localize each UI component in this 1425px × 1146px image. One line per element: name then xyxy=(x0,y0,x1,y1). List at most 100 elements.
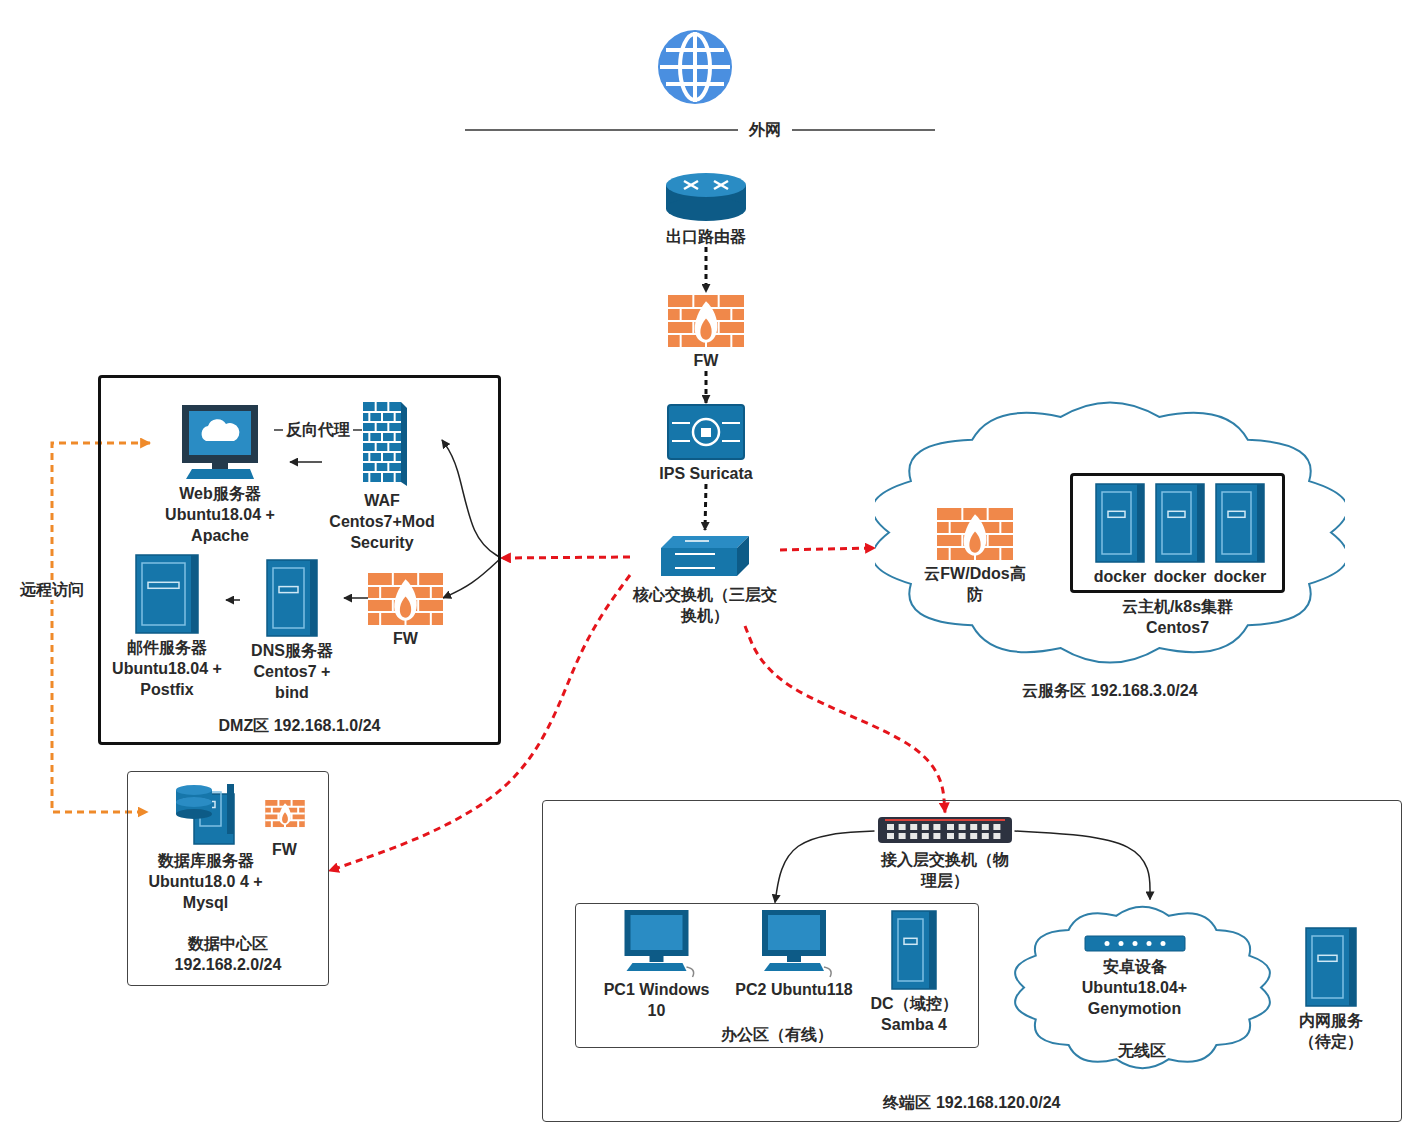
db-icon xyxy=(176,809,212,819)
fw-icon xyxy=(718,321,720,334)
server-icon xyxy=(1349,928,1356,1006)
waf-icon xyxy=(394,432,396,442)
fwsmall-icon xyxy=(290,813,292,820)
zone-label: 数据中心区 192.168.2.0/24 xyxy=(143,933,313,975)
fw-icon xyxy=(668,295,744,347)
firewall-node: 云FW/Ddos高防 xyxy=(920,505,1030,605)
waf-icon xyxy=(394,412,396,422)
fw-icon xyxy=(969,531,980,552)
connector xyxy=(442,440,501,558)
ips-icon xyxy=(672,422,690,424)
fw-icon xyxy=(368,573,443,625)
fwsmall-icon xyxy=(270,820,272,827)
web-icon xyxy=(189,411,251,455)
router-icon xyxy=(684,181,698,189)
monitor-icon xyxy=(687,967,694,977)
cloud-outline xyxy=(875,402,1345,662)
server-icon xyxy=(929,911,936,989)
server-icon xyxy=(142,563,185,625)
device-node: 安卓设备 Ubuntu18.04+ Genymotion xyxy=(1060,932,1210,1019)
monitor-icon xyxy=(625,910,689,956)
fw-icon xyxy=(964,514,987,556)
fwsmall-icon xyxy=(277,800,279,807)
server-icon xyxy=(1168,511,1185,517)
ips-icon xyxy=(668,405,744,459)
server-icon xyxy=(904,938,917,944)
android-icon xyxy=(1085,936,1185,951)
server-node: 邮件服务器 Ubuntu18.04 + Postfix xyxy=(108,553,226,700)
node-label: WAF Centos7+Mod Security xyxy=(322,490,442,553)
core-icon xyxy=(661,548,737,576)
connector xyxy=(775,831,875,903)
node-label: Web服务器 Ubuntu18.04 + Apache xyxy=(150,483,290,546)
node-label: 数据库服务器 Ubuntu18.0 4 + Mysql xyxy=(148,850,264,913)
server-icon xyxy=(1108,511,1125,517)
connector xyxy=(705,247,708,292)
access-icon xyxy=(970,833,977,839)
fw-icon xyxy=(394,579,417,621)
globe-icon xyxy=(658,30,732,104)
fw-icon xyxy=(999,521,1001,534)
fw-icon xyxy=(961,508,963,521)
fwsmall-icon xyxy=(290,800,292,807)
waf-icon xyxy=(375,462,377,472)
fw-icon xyxy=(920,505,1030,563)
access-icon xyxy=(921,833,928,839)
server-icon xyxy=(1216,484,1264,562)
connector xyxy=(443,558,501,598)
db-icon xyxy=(227,784,234,834)
access-icon xyxy=(878,817,1012,843)
globe-icon xyxy=(660,65,730,69)
waf-icon xyxy=(368,432,370,442)
fw-icon xyxy=(680,334,682,347)
fwsmall-icon xyxy=(265,800,305,827)
server-icon xyxy=(1150,482,1210,566)
access-icon xyxy=(993,833,1000,839)
server-icon xyxy=(267,560,317,636)
fwsmall-icon xyxy=(277,813,279,820)
waf-icon xyxy=(387,402,389,412)
pc-node: PC2 Ubuntu118 xyxy=(734,907,854,1000)
monitor-icon xyxy=(627,963,687,971)
server-icon xyxy=(1210,482,1270,566)
waf-icon xyxy=(375,442,377,452)
server-icon xyxy=(310,560,317,636)
waf-icon xyxy=(381,412,383,422)
server-node: DNS服务器 Centos7 + bind xyxy=(240,558,344,703)
android-icon xyxy=(1085,936,1185,951)
container-node: docker xyxy=(1150,482,1210,587)
server-node: 内网服务（待定） xyxy=(1288,926,1374,1052)
network-label: 外网 xyxy=(738,119,792,140)
waf-icon xyxy=(394,472,396,482)
server-icon xyxy=(1162,492,1191,554)
monitor-icon xyxy=(764,963,824,971)
cloud-outline xyxy=(1015,906,1270,1067)
fwsmall-icon xyxy=(262,797,308,839)
fw-icon xyxy=(680,308,682,321)
fwsmall-icon xyxy=(282,812,288,823)
fw-icon xyxy=(730,308,732,321)
core-icon xyxy=(661,536,749,576)
node-label: PC1 Windows 10 xyxy=(594,979,719,1021)
node-label: 云FW/Ddos高防 xyxy=(920,563,1030,605)
node-label: DC（域控） Samba 4 xyxy=(859,993,969,1035)
fw-icon xyxy=(379,612,381,625)
waf-icon xyxy=(375,402,377,412)
node-label: docker xyxy=(1150,566,1210,587)
container-node: docker xyxy=(1090,482,1150,587)
monitor-icon xyxy=(631,915,683,950)
web-icon xyxy=(212,463,228,469)
server-icon xyxy=(267,560,317,636)
node-label: 核心交换机（三层交换机） xyxy=(630,584,780,626)
server-icon xyxy=(1090,482,1150,566)
router-icon xyxy=(666,173,746,221)
connector-label: 远程访问 xyxy=(17,580,87,600)
monitor-icon xyxy=(625,910,694,977)
node-label: 安卓设备 Ubuntu18.04+ Genymotion xyxy=(1060,956,1210,1019)
waf-icon xyxy=(368,472,370,482)
access-icon xyxy=(885,819,1005,821)
access-icon xyxy=(887,824,894,830)
web-icon xyxy=(182,405,258,463)
android-icon xyxy=(1118,941,1123,946)
router-icon xyxy=(646,172,766,226)
